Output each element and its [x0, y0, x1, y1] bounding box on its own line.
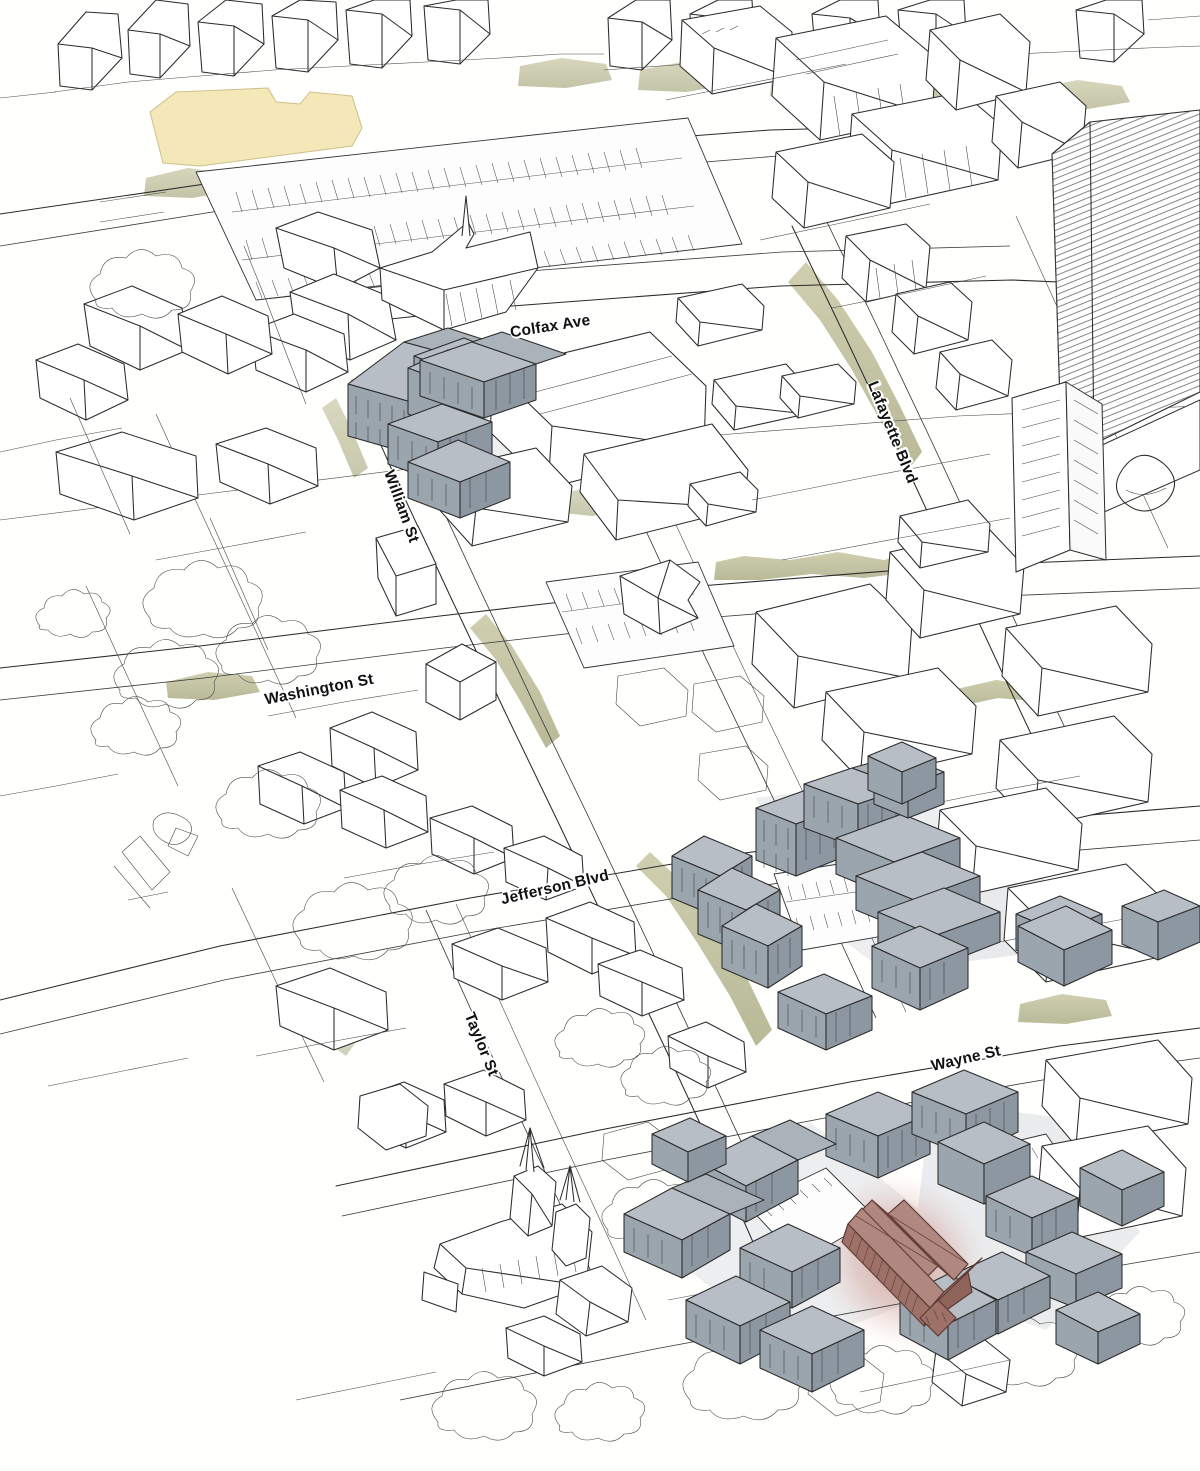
proposed-block-wayne-e: [739, 1223, 841, 1309]
street-label-jefferson-blvd: Jefferson Blvd Jefferson Blvd: [499, 865, 612, 910]
street-label-colfax-ave: Colfax Ave Colfax Ave: [508, 310, 593, 343]
proposed-block-wayne-d: [623, 1173, 765, 1279]
south-church: [421, 1127, 633, 1337]
proposed-block-wayne-g: [759, 1305, 865, 1393]
street-label-lafayette-blvd: Lafayette Blvd Lafayette Blvd: [862, 378, 922, 487]
label-lafayette-blvd: Lafayette Blvd: [864, 379, 921, 486]
proposed-block-wayne-n: [651, 1117, 727, 1183]
label-washington-st: Washington St: [263, 671, 375, 709]
proposed-block-jefferson-m: [1121, 889, 1200, 961]
street-label-william-st: William St William St: [378, 467, 423, 546]
proposed-block-wayne-h: [937, 1121, 1031, 1205]
west-residential-fabric: [0, 211, 747, 1377]
proposed-block-jefferson-c: [721, 903, 803, 989]
label-william-st: William St: [380, 468, 422, 545]
park-parcel-fill: [149, 87, 363, 167]
tree-canopies: [35, 249, 1186, 1442]
street-label-washington-st: Washington St Washington St: [262, 669, 375, 710]
proposed-block-colfax-f: [407, 439, 511, 519]
proposed-block-jefferson-j: [777, 973, 873, 1051]
proposed-block-wayne-j: [1025, 1231, 1123, 1309]
street-label-taylor-st: Taylor St Taylor St: [459, 1009, 503, 1080]
street-trees: [144, 58, 1130, 1056]
proposed-block-jefferson-i: [871, 925, 969, 1011]
street-label-wayne-st: Wayne St Wayne St: [928, 1040, 1003, 1076]
proposed-block-mid-b: [867, 741, 937, 805]
proposed-block-wayne-i: [985, 1175, 1079, 1257]
label-wayne-st: Wayne St: [930, 1042, 1003, 1074]
label-jefferson-blvd: Jefferson Blvd: [499, 867, 610, 908]
label-taylor-st: Taylor St: [461, 1010, 502, 1078]
label-colfax-ave: Colfax Ave: [509, 312, 592, 341]
proposed-block-colfax-d: [419, 331, 567, 419]
proposed-block-mid-a: [1017, 905, 1113, 987]
proposed-block-wayne-o: [1055, 1291, 1141, 1365]
landmark-building: [841, 1199, 983, 1337]
high-rise-tower: [1011, 109, 1200, 573]
proposed-block-wayne-m: [1079, 1149, 1165, 1227]
